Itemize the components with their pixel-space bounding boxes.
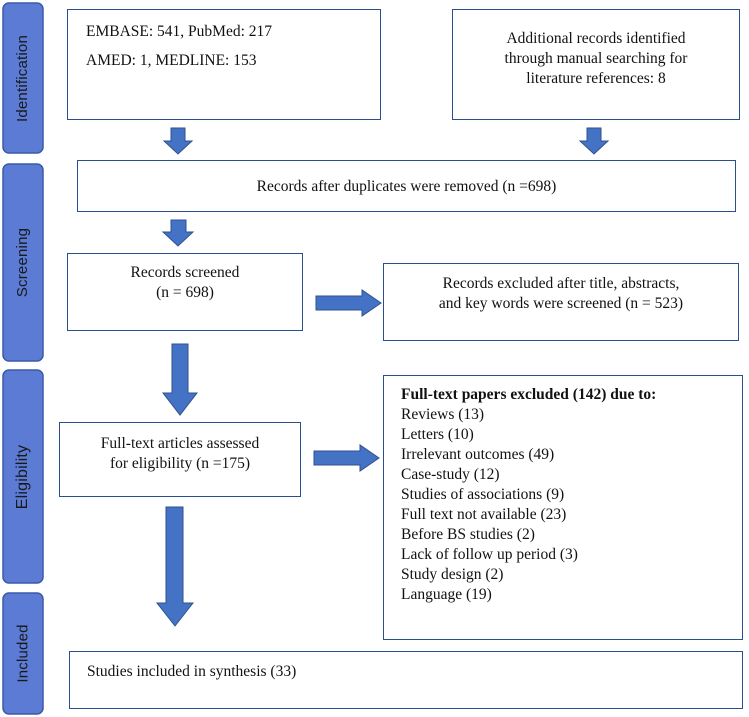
exclusion-reason: Case-study (12) bbox=[401, 466, 500, 483]
stage-bar-eligibility bbox=[2, 369, 44, 584]
arrow-right-screened bbox=[315, 289, 382, 317]
arrow-down-fulltext bbox=[155, 506, 195, 627]
fulltext-excluded-heading: Full-text papers excluded (142) due to: bbox=[401, 386, 657, 403]
excluded-screening-line-1: Records excluded after title, abstracts, bbox=[442, 275, 680, 292]
additional-line-1: Additional records identified bbox=[506, 30, 686, 47]
exclusion-reason: Reviews (13) bbox=[401, 406, 485, 423]
studies-included-text: Studies included in synthesis (33) bbox=[87, 663, 297, 680]
arrow-down-databases bbox=[162, 127, 194, 155]
additional-line-3: literature references: 8 bbox=[526, 70, 666, 87]
screened-line-2: (n = 698) bbox=[156, 284, 214, 301]
exclusion-reason: Irrelevant outcomes (49) bbox=[401, 446, 555, 463]
arrow-right-fulltext bbox=[313, 444, 380, 472]
exclusion-reason: Studies of associations (9) bbox=[401, 486, 565, 503]
stage-bar-screening bbox=[2, 163, 44, 362]
exclusion-reason: Letters (10) bbox=[401, 426, 474, 443]
screened-line-1: Records screened bbox=[130, 264, 240, 281]
exclusion-reason: Study design (2) bbox=[401, 566, 504, 583]
duplicates-removed-text: Records after duplicates were removed (n… bbox=[256, 178, 557, 195]
box-fulltext-assessed: Full-text articles assessed for eligibil… bbox=[59, 422, 301, 497]
exclusion-reason: Before BS studies (2) bbox=[401, 526, 535, 543]
stage-bar-included bbox=[2, 592, 44, 715]
arrow-down-additional bbox=[578, 127, 610, 155]
box-fulltext-excluded: Full-text papers excluded (142) due to: … bbox=[383, 375, 743, 640]
exclusion-reason: Lack of follow up period (3) bbox=[401, 546, 578, 563]
box-database-records: EMBASE: 541, PubMed: 217 AMED: 1, MEDLIN… bbox=[67, 9, 381, 120]
arrow-down-screened bbox=[161, 343, 199, 416]
box-studies-included: Studies included in synthesis (33) bbox=[69, 651, 743, 709]
databases-line-2: AMED: 1, MEDLINE: 153 bbox=[86, 52, 257, 69]
arrow-down-duplicates bbox=[161, 219, 195, 247]
fulltext-assessed-line-1: Full-text articles assessed bbox=[100, 435, 260, 452]
box-records-screened: Records screened (n = 698) bbox=[67, 253, 303, 331]
box-records-excluded: Records excluded after title, abstracts,… bbox=[383, 263, 739, 341]
exclusion-reason: Language (19) bbox=[401, 586, 492, 603]
box-additional-records: Additional records identified through ma… bbox=[452, 9, 740, 120]
stage-bar-identification bbox=[2, 2, 44, 154]
excluded-screening-line-2: and key words were screened (n = 523) bbox=[438, 295, 684, 312]
fulltext-assessed-line-2: for eligibility (n =175) bbox=[109, 455, 251, 472]
additional-line-2: through manual searching for bbox=[504, 50, 688, 67]
databases-line-1: EMBASE: 541, PubMed: 217 bbox=[86, 23, 273, 40]
exclusion-reason: Full text not available (23) bbox=[401, 506, 567, 523]
box-duplicates-removed: Records after duplicates were removed (n… bbox=[77, 160, 736, 212]
